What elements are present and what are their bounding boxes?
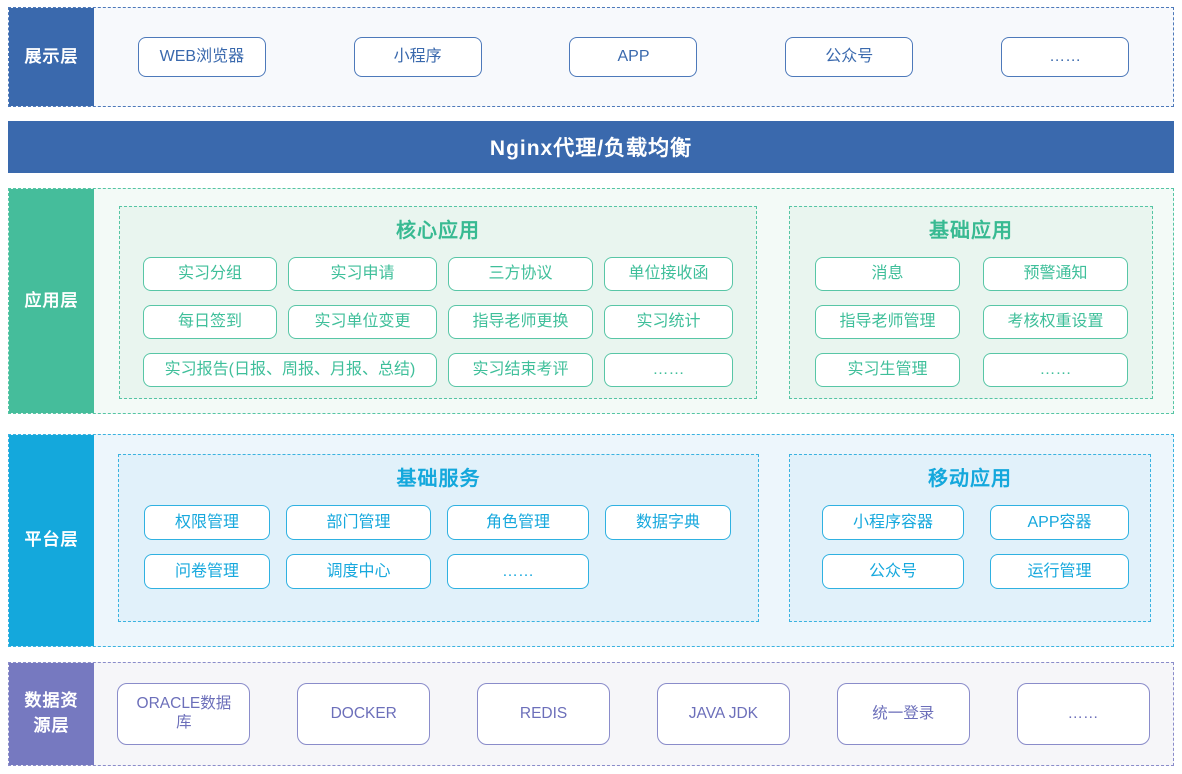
layer-platform: 平台层 基础服务 权限管理 部门管理 角色管理 数据字典 问卷管理 调度中心 ……: [8, 434, 1174, 647]
group-title-basic-apps: 基础应用: [929, 220, 1013, 242]
node-ellipsis-data-resources: ……: [1016, 683, 1150, 745]
node-permission-management: 权限管理: [144, 505, 270, 540]
group-core-apps: 核心应用 实习分组 实习申请 三方协议 单位接收函 每日签到 实习单位变更 指导…: [119, 206, 757, 399]
node-official-account: 公众号: [785, 37, 914, 77]
layer-label-data-resources: 数据资源层: [9, 663, 94, 765]
node-web-browser: WEB浏览器: [137, 37, 266, 77]
node-questionnaire-management: 问卷管理: [144, 554, 270, 589]
node-intern-management: 实习生管理: [815, 353, 960, 387]
node-app-container: APP容器: [990, 505, 1129, 540]
data-resource-nodes: ORACLE数据库 DOCKER REDIS JAVA JDK 统一登录 ……: [94, 663, 1173, 765]
node-official-account-platform: 公众号: [822, 554, 964, 589]
node-dispatch-center: 调度中心: [286, 554, 431, 589]
layer-data-resources: 数据资源层 ORACLE数据库 DOCKER REDIS JAVA JDK 统一…: [8, 662, 1174, 766]
core-apps-row-3: 实习报告(日报、周报、月报、总结) 实习结束考评 ……: [120, 353, 756, 387]
node-tripartite-agreement: 三方协议: [448, 257, 593, 291]
node-java-jdk: JAVA JDK: [656, 683, 790, 745]
basic-apps-row-1: 消息 预警通知: [790, 257, 1152, 291]
node-acceptance-letter: 单位接收函: [604, 257, 733, 291]
node-final-evaluation: 实习结束考评: [448, 353, 593, 387]
group-title-core-apps: 核心应用: [396, 220, 480, 242]
node-mini-program: 小程序: [353, 37, 482, 77]
node-assessment-weight-settings: 考核权重设置: [983, 305, 1128, 339]
nginx-load-balancer-bar: Nginx代理/负载均衡: [8, 121, 1174, 173]
node-ellipsis-basic-services: ……: [447, 554, 589, 589]
node-unified-login: 统一登录: [836, 683, 970, 745]
node-ellipsis-presentation: ……: [1001, 37, 1130, 77]
node-ellipsis-basic-apps: ……: [983, 353, 1128, 387]
node-app: APP: [569, 37, 698, 77]
node-internship-grouping: 实习分组: [143, 257, 277, 291]
group-basic-services: 基础服务 权限管理 部门管理 角色管理 数据字典 问卷管理 调度中心 ……: [118, 454, 759, 622]
node-operation-management: 运行管理: [990, 554, 1129, 589]
node-ellipsis-core-apps: ……: [604, 353, 733, 387]
basic-apps-row-2: 指导老师管理 考核权重设置: [790, 305, 1152, 339]
node-mini-program-container: 小程序容器: [822, 505, 964, 540]
basic-apps-row-3: 实习生管理 ……: [790, 353, 1152, 387]
layer-label-application: 应用层: [9, 189, 94, 413]
layer-label-platform: 平台层: [9, 435, 94, 646]
mobile-apps-row-2: 公众号 运行管理: [790, 554, 1150, 589]
node-redis: REDIS: [477, 683, 611, 745]
node-oracle-database: ORACLE数据库: [117, 683, 251, 745]
node-data-dictionary: 数据字典: [605, 505, 731, 540]
mobile-apps-row-1: 小程序容器 APP容器: [790, 505, 1150, 540]
presentation-nodes: WEB浏览器 小程序 APP 公众号 ……: [94, 8, 1173, 106]
group-mobile-apps: 移动应用 小程序容器 APP容器 公众号 运行管理: [789, 454, 1151, 622]
basic-services-row-2: 问卷管理 调度中心 ……: [119, 554, 758, 589]
node-advisor-management: 指导老师管理: [815, 305, 960, 339]
node-docker: DOCKER: [297, 683, 431, 745]
node-role-management: 角色管理: [447, 505, 589, 540]
node-daily-checkin: 每日签到: [143, 305, 277, 339]
node-warning-notice: 预警通知: [983, 257, 1128, 291]
group-title-mobile-apps: 移动应用: [928, 468, 1012, 490]
layer-presentation: 展示层 WEB浏览器 小程序 APP 公众号 ……: [8, 7, 1174, 107]
group-basic-apps: 基础应用 消息 预警通知 指导老师管理 考核权重设置 实习生管理 ……: [789, 206, 1153, 399]
node-internship-application: 实习申请: [288, 257, 437, 291]
layer-application: 应用层 核心应用 实习分组 实习申请 三方协议 单位接收函 每日签到 实习单位变…: [8, 188, 1174, 414]
basic-services-row-1: 权限管理 部门管理 角色管理 数据字典: [119, 505, 758, 540]
node-internship-statistics: 实习统计: [604, 305, 733, 339]
node-messages: 消息: [815, 257, 960, 291]
layer-label-presentation: 展示层: [9, 8, 94, 106]
core-apps-row-1: 实习分组 实习申请 三方协议 单位接收函: [120, 257, 756, 291]
group-title-basic-services: 基础服务: [396, 468, 481, 490]
node-internship-unit-change: 实习单位变更: [288, 305, 437, 339]
node-department-management: 部门管理: [286, 505, 431, 540]
node-internship-reports: 实习报告(日报、周报、月报、总结): [143, 353, 437, 387]
node-advisor-change: 指导老师更换: [448, 305, 593, 339]
core-apps-row-2: 每日签到 实习单位变更 指导老师更换 实习统计: [120, 305, 756, 339]
